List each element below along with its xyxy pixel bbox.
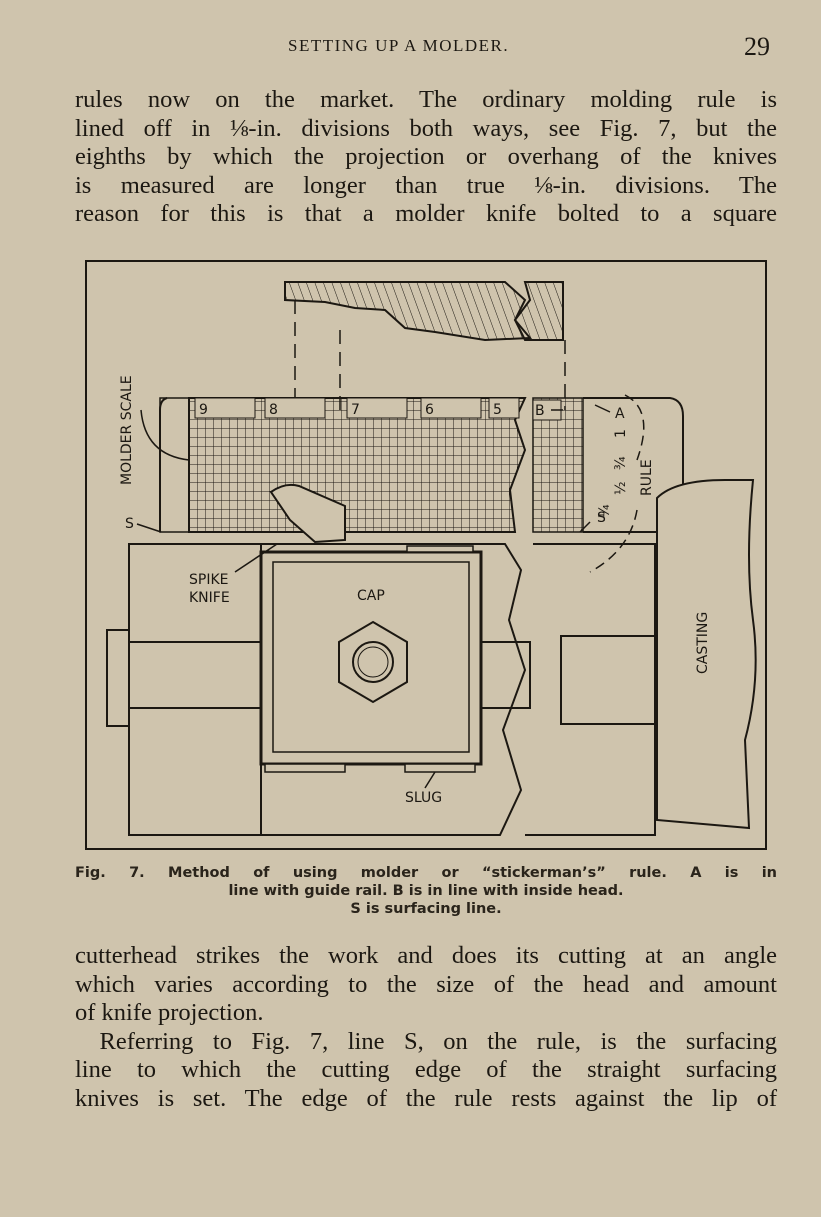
- fraction-mark: ½: [613, 481, 629, 495]
- shaft: [128, 641, 262, 709]
- label-knife: KNIFE: [189, 590, 230, 606]
- label-molder-scale: MOLDER SCALE: [119, 375, 135, 485]
- text-line: rules now on the market. The ordinary mo…: [75, 86, 777, 113]
- fraction-mark: ¼: [597, 504, 613, 518]
- label-cap: CAP: [357, 588, 385, 604]
- caption-line: line with guide rail. B is in line with …: [228, 883, 624, 899]
- molder-rule-illustration: 9 8 7 6 5 B A 1 ¾ ½ ¼ S RULE: [85, 260, 767, 850]
- rule-right-end: [583, 397, 684, 533]
- text-line: cutterhead strikes the work and does its…: [75, 942, 777, 969]
- text-line: which varies according to the size of th…: [75, 970, 777, 998]
- paragraph-top: rules now on the market. The ordinary mo…: [75, 86, 777, 229]
- scale-number-9: 9: [199, 402, 208, 418]
- paragraph-bottom: cutterhead strikes the work and does its…: [75, 942, 777, 1113]
- figure-7: 9 8 7 6 5 B A 1 ¾ ½ ¼ S RULE: [85, 260, 767, 850]
- scale-number-7: 7: [351, 402, 360, 418]
- label-casting: CASTING: [695, 612, 711, 674]
- figure-frame: [85, 260, 767, 850]
- slug: [404, 763, 476, 773]
- molding-profile: [284, 281, 533, 342]
- text-line: lined off in ⅛-in. divisions both ways, …: [75, 114, 777, 142]
- slug: [264, 763, 346, 773]
- text-line: of knife projection.: [75, 999, 264, 1026]
- fraction-mark: ¾: [613, 456, 629, 470]
- cap: [259, 550, 483, 766]
- scale-numbers: 9 8 7 6 5: [194, 397, 520, 419]
- scale-number-5: 5: [493, 402, 502, 418]
- caption-line: Fig. 7. Method of using molder or “stick…: [75, 865, 777, 881]
- fraction-marks: 1 ¾ ½ ¼: [597, 429, 629, 518]
- label-rule: RULE: [639, 459, 655, 496]
- label-s-left: S: [125, 516, 134, 532]
- label-b: B: [535, 403, 545, 419]
- figure-caption: Fig. 7. Method of using molder or “stick…: [75, 864, 777, 918]
- casting: [656, 479, 757, 830]
- text-line: reason for this is that a molder knife b…: [75, 200, 777, 227]
- text-line: is measured are longer than true ⅛-in. d…: [75, 171, 777, 199]
- label-spike: SPIKE: [189, 572, 228, 588]
- scale-number-6: 6: [425, 402, 434, 418]
- label-s-right: S: [597, 510, 606, 526]
- projection-lines: [294, 300, 566, 410]
- cutterhead-body: [261, 543, 527, 836]
- molding-profile-end: [513, 281, 564, 341]
- label-a: A: [615, 406, 625, 422]
- fraction-mark: 1: [613, 429, 629, 438]
- running-title: SETTING UP A MOLDER.: [288, 36, 510, 55]
- page-number: 29: [744, 32, 770, 61]
- cutterhead-body-right: [525, 543, 656, 836]
- shaft-end: [106, 629, 130, 727]
- rule-left-edge: [159, 397, 190, 533]
- running-head: SETTING UP A MOLDER. 29: [0, 32, 821, 64]
- scale-number-8: 8: [269, 402, 278, 418]
- label-slug: SLUG: [405, 790, 442, 806]
- hex-nut: [338, 620, 408, 704]
- text-line: eighths by which the projection or overh…: [75, 143, 777, 170]
- text-line: line to which the cutting edge of the st…: [75, 1056, 777, 1083]
- text-line: Referring to Fig. 7, line S, on the rule…: [75, 1027, 778, 1055]
- molder-scale-grid: [188, 397, 527, 533]
- spike-knife: [269, 483, 346, 544]
- text-line: knives is set. The edge of the rule rest…: [75, 1084, 777, 1112]
- caption-line: S is surfacing line.: [350, 901, 502, 917]
